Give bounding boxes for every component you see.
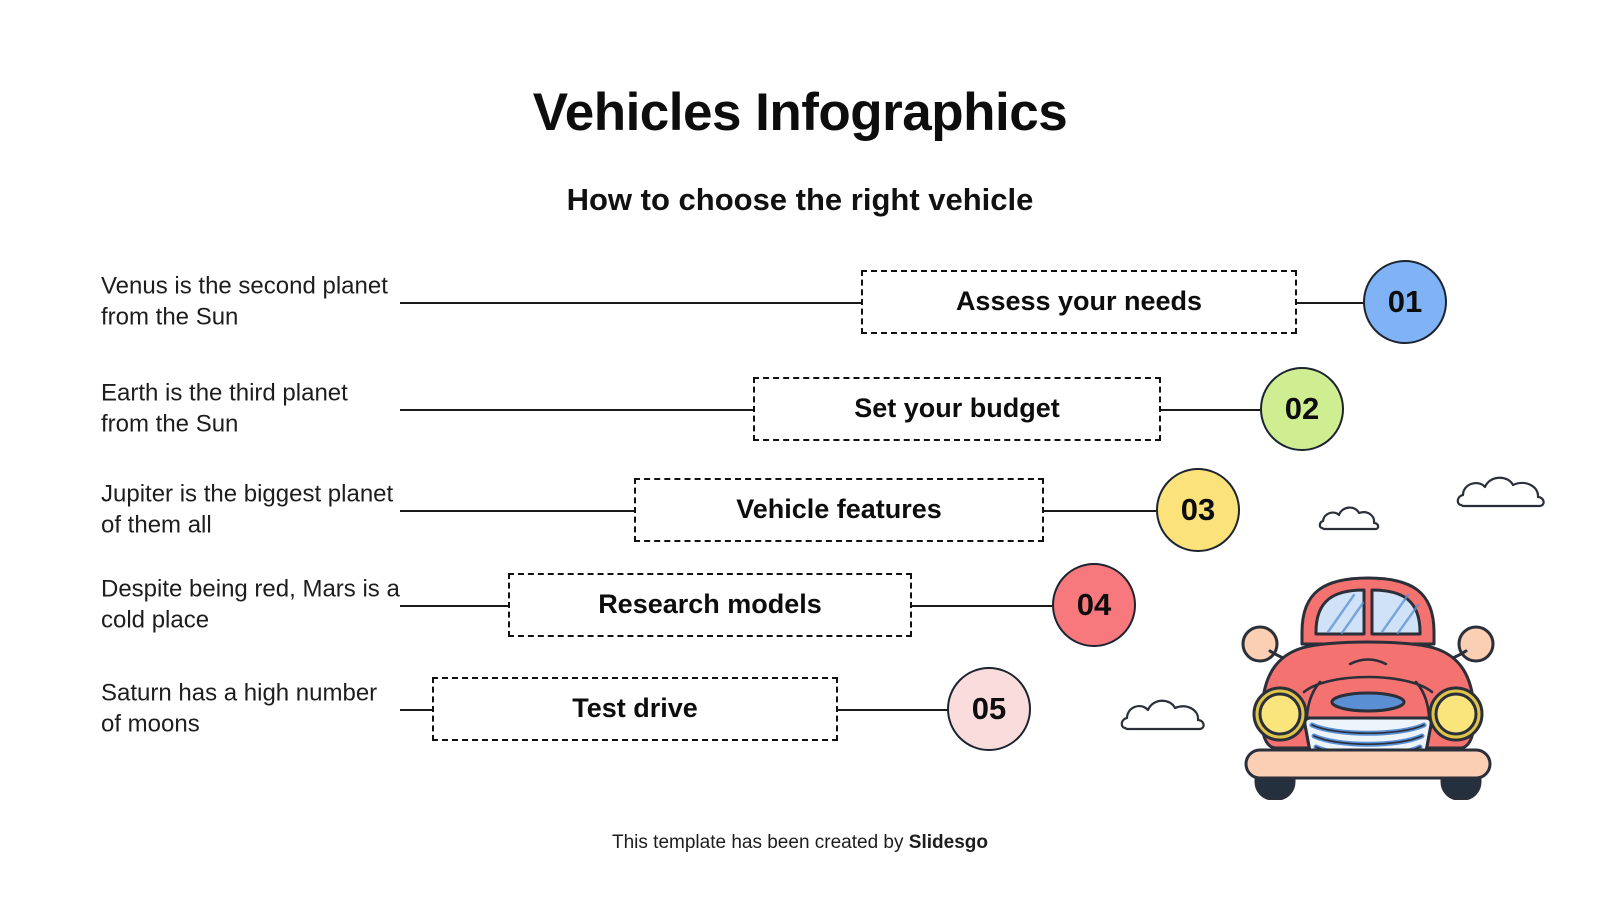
step-number: 03: [1180, 491, 1216, 527]
step-row: Venus is the second planet from the Sun …: [0, 251, 1600, 352]
footer-brand: Slidesgo: [908, 832, 988, 853]
step-number-circle[interactable]: 02: [1260, 366, 1344, 451]
footer-credit: This template has been created by Slides…: [0, 832, 1600, 854]
footer-prefix: This template has been created by: [612, 832, 909, 853]
step-box-label: Set your budget: [854, 393, 1060, 423]
connector-line-tail: [1044, 509, 1156, 512]
step-number: 01: [1387, 283, 1423, 319]
step-box-label: Research models: [598, 589, 822, 619]
connector-line: [400, 604, 508, 607]
step-description: Saturn has a high number of moons: [101, 678, 378, 738]
retro-car-illustration: [1241, 576, 1495, 800]
step-number-circle[interactable]: 05: [947, 666, 1031, 751]
step-row: Despite being red, Mars is a cold place …: [0, 554, 1600, 655]
cloud-medium-icon: [1120, 699, 1205, 731]
connector-line-tail: [912, 604, 1052, 607]
cloud-large-icon: [1456, 476, 1545, 508]
connector-line: [400, 408, 753, 411]
connector-line-tail: [1161, 408, 1260, 411]
connector-line: [400, 301, 861, 304]
step-box[interactable]: Assess your needs: [861, 269, 1297, 334]
page-title: Vehicles Infographics: [532, 83, 1068, 142]
connector-line-tail: [838, 708, 947, 711]
step-box-label: Vehicle features: [736, 494, 942, 524]
step-number-circle[interactable]: 01: [1363, 259, 1447, 344]
step-number: 05: [971, 690, 1007, 726]
connector-line-tail: [1297, 301, 1363, 304]
page-subtitle: How to choose the right vehicle: [566, 182, 1034, 217]
step-description: Earth is the third planet from the Sun: [101, 378, 348, 438]
connector-line: [400, 708, 432, 711]
step-row: Jupiter is the biggest planet of them al…: [0, 459, 1600, 560]
step-box[interactable]: Set your budget: [753, 376, 1161, 441]
step-box-label: Assess your needs: [955, 286, 1203, 316]
step-number: 02: [1284, 390, 1320, 426]
step-number-circle[interactable]: 04: [1052, 562, 1136, 647]
step-description: Despite being red, Mars is a cold place: [101, 574, 400, 634]
step-box[interactable]: Research models: [508, 572, 912, 637]
step-row: Saturn has a high number of moons Test d…: [0, 658, 1600, 759]
step-number: 04: [1076, 586, 1112, 622]
step-row: Earth is the third planet from the Sun S…: [0, 358, 1600, 459]
step-number-circle[interactable]: 03: [1156, 467, 1240, 552]
connector-line: [400, 509, 634, 512]
step-box[interactable]: Test drive: [432, 676, 838, 741]
step-box[interactable]: Vehicle features: [634, 477, 1044, 542]
step-description: Venus is the second planet from the Sun: [101, 271, 388, 331]
step-description: Jupiter is the biggest planet of them al…: [101, 479, 394, 539]
cloud-small-icon: [1318, 506, 1380, 531]
step-box-label: Test drive: [572, 693, 698, 723]
